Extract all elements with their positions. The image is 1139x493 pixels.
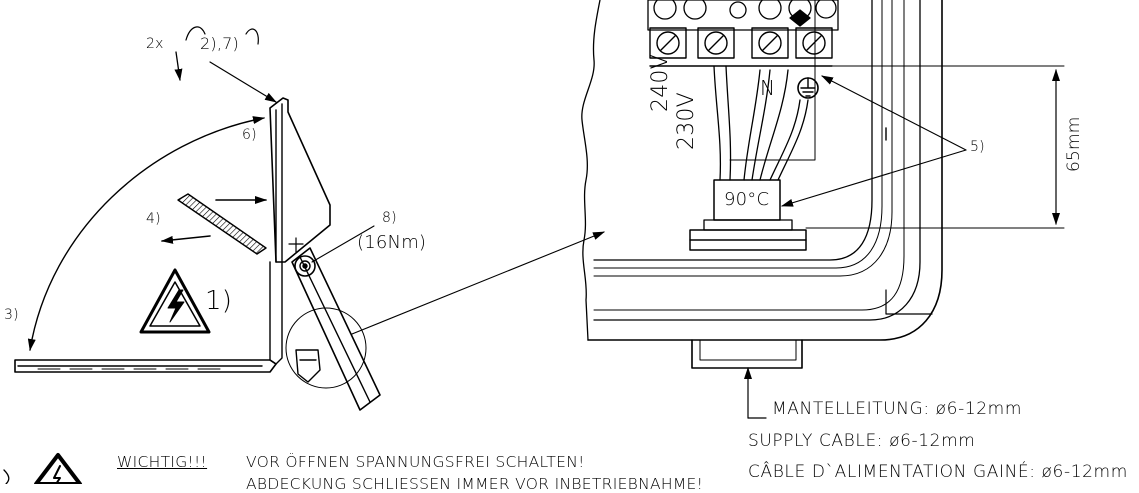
warning-heading: WICHTIG!!! [117, 453, 208, 471]
cable-spec-de: MANTELLEITUNG: ø6-12mm [772, 399, 1022, 419]
voltage-240-label: 240V [648, 54, 673, 112]
neutral-label: N [760, 76, 776, 100]
screwdriver-illustration [161, 193, 267, 255]
cable-spec-en: SUPPLY CABLE: ø6-12mm [748, 431, 976, 451]
floodlight-side-view [14, 26, 605, 411]
temperature-label: 90°C [724, 189, 770, 210]
ref-4-label: 4) [146, 211, 161, 227]
screws-refs-label: 2),7) [200, 34, 239, 53]
ref-6-label: 6) [242, 127, 257, 143]
ref-3-label: 3) [4, 307, 19, 323]
torque-label: (16Nm) [357, 232, 427, 253]
screws-quantity-label: 2x [146, 36, 164, 52]
dimension-65mm-label: 65mm [1064, 116, 1084, 172]
ref-1-label: 1) [205, 286, 233, 316]
cable-spec-fr: CÂBLE D`ALIMENTATION GAINÉ: ø6-12mm [748, 462, 1128, 482]
warning-small-icon [34, 453, 82, 484]
ref-5-label: 5) [970, 139, 985, 155]
terminal-enlarged-view [581, 0, 1065, 419]
warning-line-1: VOR ÖFFNEN SPANNUNGSFREI SCHALTEN! [246, 453, 585, 471]
voltage-230-label: 230V [674, 92, 699, 150]
ref-8-label: 8) [382, 210, 397, 226]
warning-line-2: ABDECKUNG SCHLIESSEN IMMER VOR INBETRIEB… [246, 475, 704, 493]
high-voltage-icon [139, 268, 211, 334]
